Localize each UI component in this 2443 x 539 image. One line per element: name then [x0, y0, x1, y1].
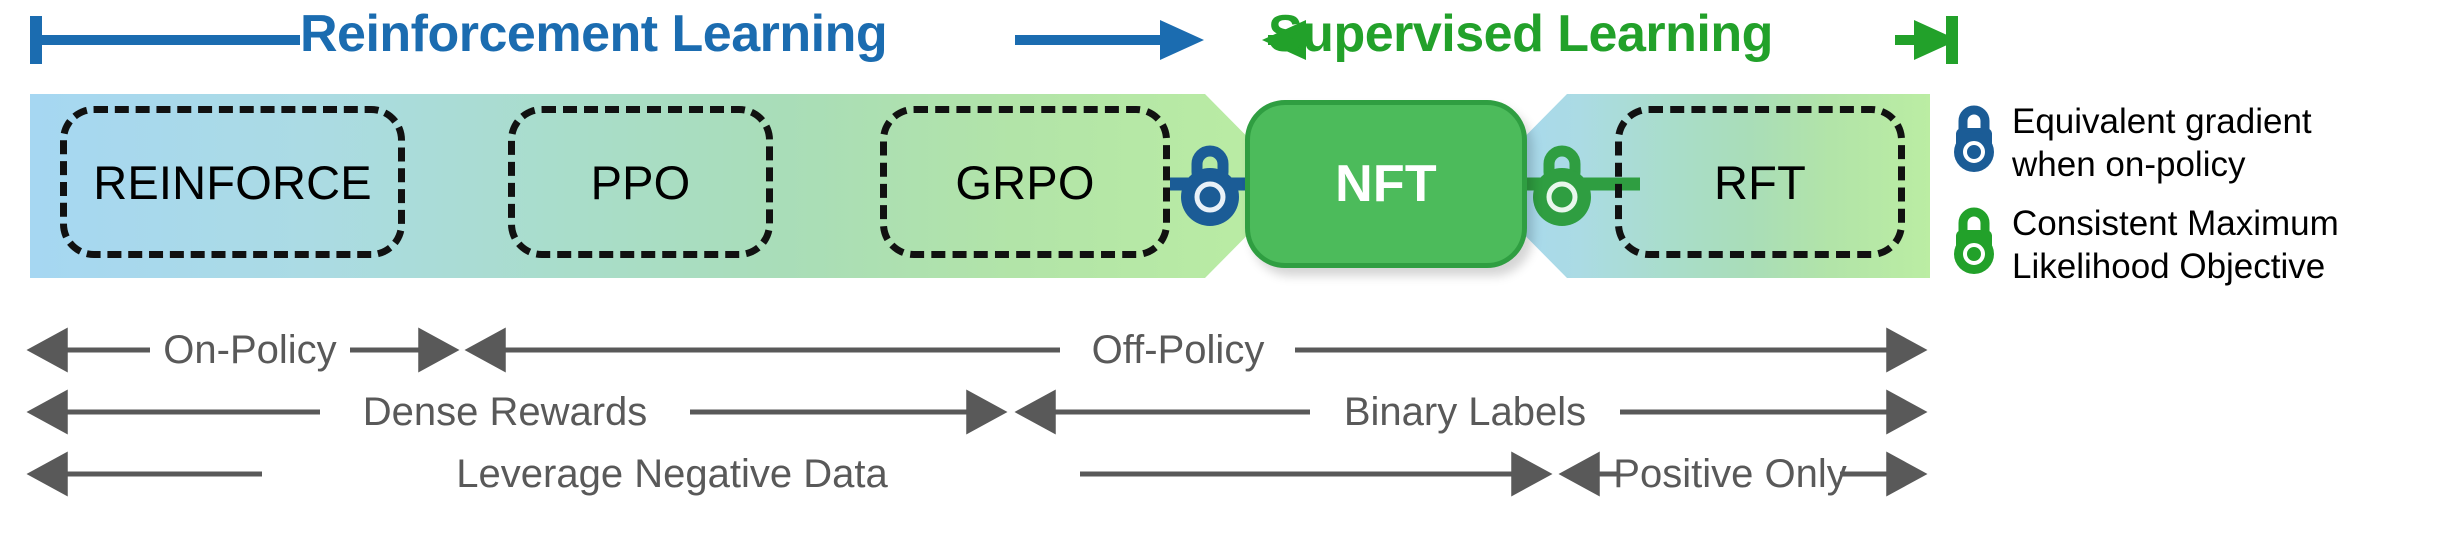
legend-text-equivalent-gradient: Equivalent gradient when on-policy [2012, 100, 2312, 186]
method-label-rft: RFT [1714, 155, 1806, 209]
lock-icon-green [1954, 207, 1994, 274]
method-box-rft[interactable]: RFT [1615, 106, 1905, 258]
range-label-positive-only: Positive Only [1613, 452, 1847, 496]
range-label-dense-rewards: Dense Rewards [362, 390, 648, 434]
legend-line-2: Likelihood Objective [2012, 247, 2326, 286]
range-label-leverage-negative-data: Leverage Negative Data [456, 452, 888, 496]
paradigm-band: Reinforcement Learning Supervised Learni… [0, 0, 2443, 78]
legend-line-2: when on-policy [2012, 145, 2246, 184]
legend-item-equivalent-gradient: Equivalent gradient when on-policy [1950, 100, 2443, 186]
range-arrows [26, 327, 1928, 497]
legend-item-consistent-mle: Consistent Maximum Likelihood Objective [1950, 202, 2443, 288]
method-box-grpo[interactable]: GRPO [880, 106, 1170, 258]
method-label-nft: NFT [1335, 155, 1437, 213]
method-label-grpo: GRPO [955, 155, 1095, 209]
paradigm-label-reinforcement-learning: Reinforcement Learning [300, 5, 888, 63]
range-label-binary-labels: Binary Labels [1343, 390, 1587, 434]
spectrum-gradient-shape [30, 94, 1930, 278]
lock-icon-blue [1954, 105, 1994, 172]
legend-line-1: Equivalent gradient [2012, 102, 2312, 141]
paradigm-arrows [30, 16, 1958, 64]
method-box-reinforce[interactable]: REINFORCE [60, 106, 405, 258]
range-rows: On-Policy Off-Policy Dense Rewards Binar… [0, 322, 2443, 522]
method-box-ppo[interactable]: PPO [508, 106, 773, 258]
method-box-nft[interactable]: NFT [1245, 100, 1527, 268]
legend: Equivalent gradient when on-policy Consi… [1950, 100, 2443, 304]
rl-arrowhead-right [1160, 20, 1204, 60]
spectrum-right-lobe [1480, 94, 1930, 278]
sl-end-cap [1946, 16, 1958, 64]
range-label-on-policy: On-Policy [163, 328, 337, 372]
method-label-reinforce: REINFORCE [93, 155, 372, 209]
spectrum-left-lobe [30, 94, 1292, 278]
legend-line-1: Consistent Maximum [2012, 204, 2339, 243]
legend-text-consistent-mle: Consistent Maximum Likelihood Objective [2012, 202, 2339, 288]
sl-arrowhead-right [1914, 20, 1958, 60]
method-label-ppo: PPO [590, 155, 691, 209]
paradigm-label-supervised-learning: Supervised Learning [1268, 5, 1773, 63]
range-label-off-policy: Off-Policy [1091, 328, 1265, 372]
